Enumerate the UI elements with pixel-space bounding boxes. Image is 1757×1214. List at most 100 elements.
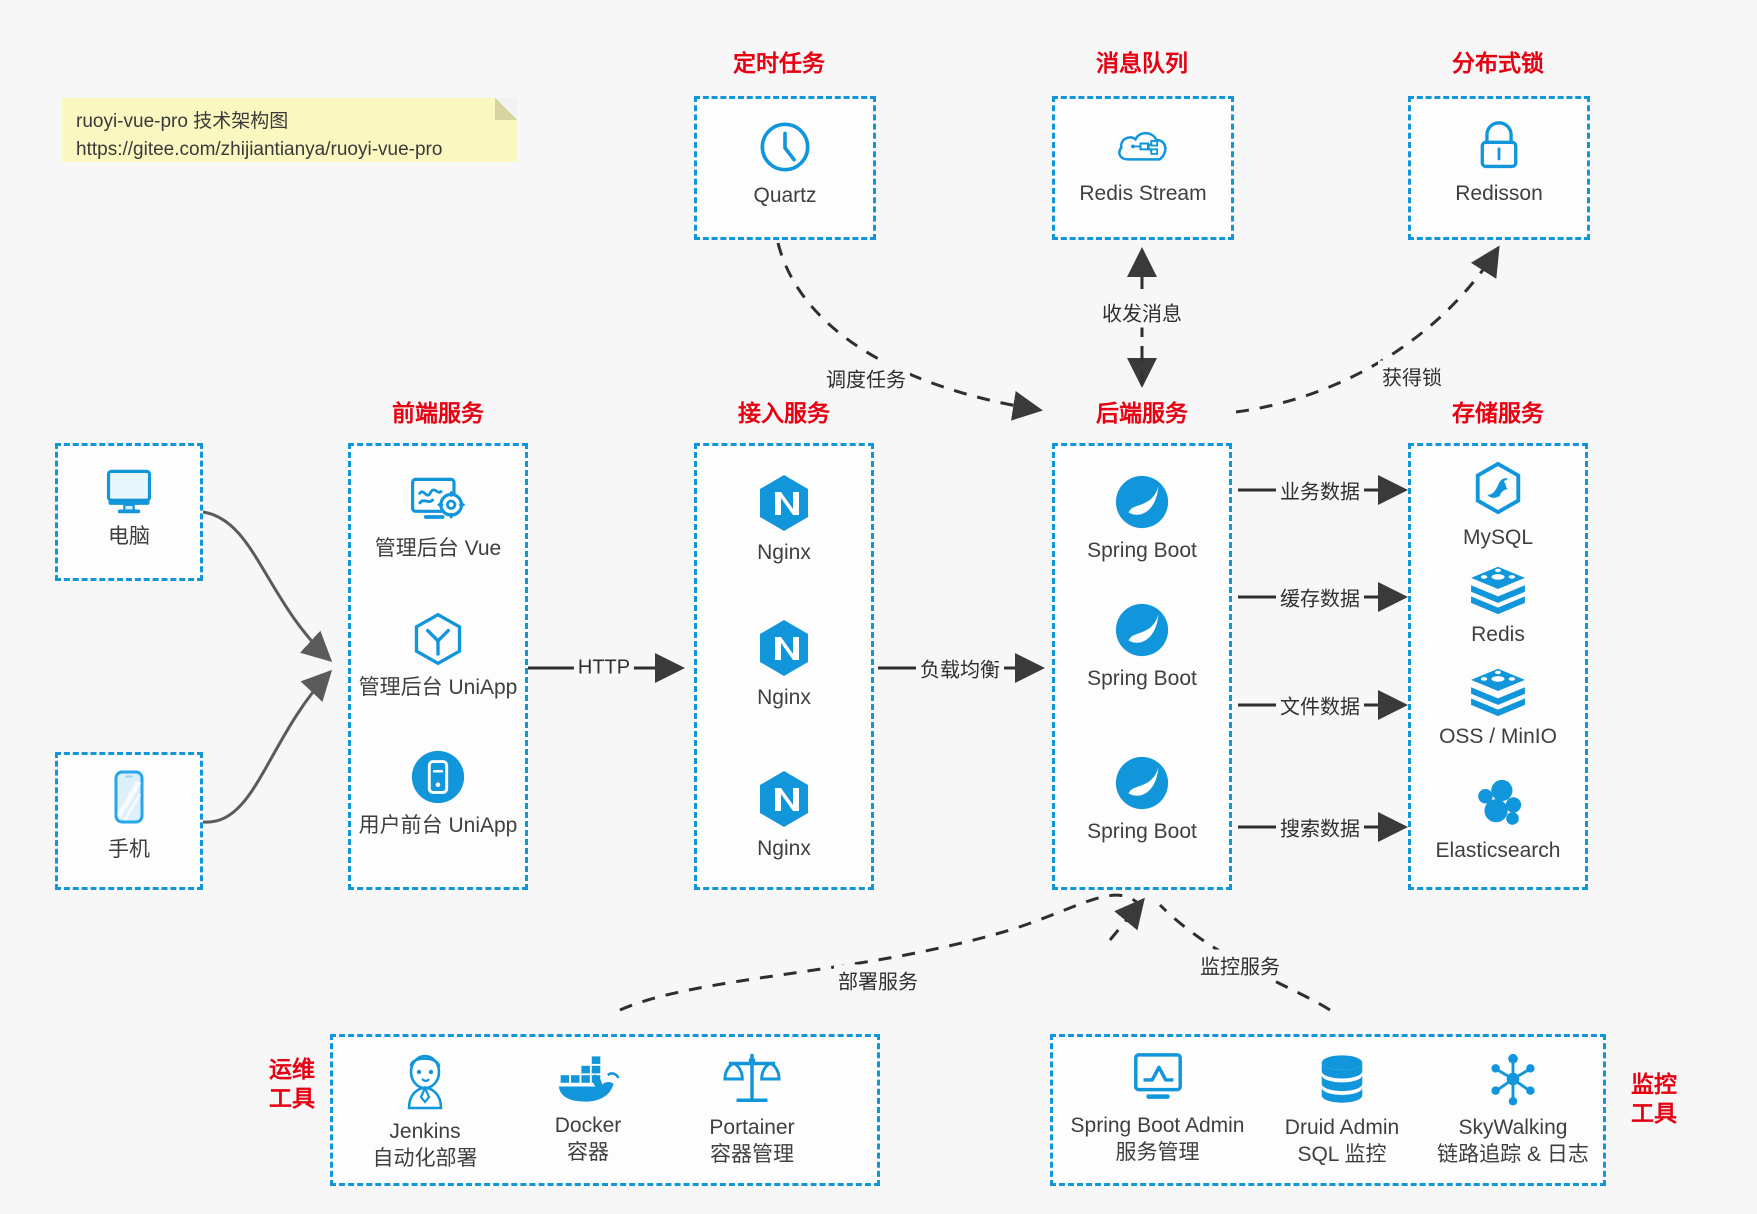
spring-boot-icon bbox=[1115, 756, 1169, 810]
node-spring-boot-admin[interactable]: Spring Boot Admin 服务管理 bbox=[1060, 1050, 1255, 1167]
node-nginx-3[interactable]: Nginx bbox=[694, 769, 874, 862]
node-label: 手机 bbox=[108, 838, 150, 861]
group-box-message-queue bbox=[1052, 96, 1234, 240]
node-jenkins[interactable]: Jenkins 自动化部署 bbox=[345, 1050, 505, 1173]
edge-label-business-data: 业务数据 bbox=[1276, 474, 1364, 506]
edge-label-file-data: 文件数据 bbox=[1276, 689, 1364, 721]
spring-boot-icon bbox=[1115, 603, 1169, 657]
mysql-icon bbox=[1475, 461, 1521, 515]
node-user-uniapp[interactable]: 用户前台 UniApp bbox=[348, 748, 528, 839]
node-label: Redisson bbox=[1455, 182, 1543, 205]
node-spring-boot-1[interactable]: Spring Boot bbox=[1052, 473, 1232, 564]
node-label: Spring Boot Admin bbox=[1070, 1114, 1245, 1137]
node-label: 管理后台 UniApp bbox=[358, 676, 518, 699]
edge-label-deploy-service: 部署服务 bbox=[834, 964, 922, 996]
node-sublabel: 链路追踪 & 日志 bbox=[1437, 1143, 1589, 1167]
edge-label-http: HTTP bbox=[573, 655, 635, 681]
edge-computer-to-frontend bbox=[202, 510, 333, 663]
node-sublabel: 容器 bbox=[567, 1141, 609, 1165]
edge-label-send-receive-message: 收发消息 bbox=[1098, 296, 1186, 328]
spring-boot-icon bbox=[1115, 475, 1169, 529]
group-title-scheduled-task: 定时任务 bbox=[733, 50, 825, 76]
edge-label-monitor-service: 监控服务 bbox=[1196, 949, 1284, 981]
node-label: 电脑 bbox=[108, 525, 150, 548]
node-sublabel: 服务管理 bbox=[1115, 1141, 1200, 1165]
group-title-storage: 存储服务 bbox=[1452, 400, 1544, 426]
node-label: Elasticsearch bbox=[1435, 839, 1561, 862]
monitor-title-line-1: 监控 bbox=[1631, 1071, 1677, 1097]
smartphone-icon bbox=[114, 770, 144, 824]
note-line-1: ruoyi-vue-pro 技术架构图 bbox=[76, 111, 289, 132]
note-line-2: https://gitee.com/zhijiantianya/ruoyi-vu… bbox=[76, 138, 443, 160]
node-label: Redis Stream bbox=[1079, 182, 1207, 205]
monitor-title-line-2: 工具 bbox=[1631, 1099, 1677, 1126]
cloud-network-icon bbox=[1118, 131, 1167, 161]
edge-phone-to-frontend bbox=[202, 669, 333, 824]
node-skywalking[interactable]: SkyWalking 链路追踪 & 日志 bbox=[1425, 1052, 1601, 1169]
node-elasticsearch[interactable]: Elasticsearch bbox=[1408, 775, 1588, 864]
edge-backend-to-redisson bbox=[1235, 245, 1500, 414]
node-docker[interactable]: Docker 容器 bbox=[508, 1052, 668, 1167]
node-label: Spring Boot bbox=[1087, 667, 1197, 690]
clock-icon bbox=[760, 122, 810, 172]
node-label: Jenkins bbox=[389, 1120, 461, 1143]
node-phone[interactable]: 手机 bbox=[55, 768, 203, 863]
node-label: Nginx bbox=[757, 837, 811, 860]
portainer-scales-icon bbox=[723, 1053, 781, 1103]
node-label: 管理后台 Vue bbox=[374, 537, 502, 560]
nginx-icon bbox=[760, 475, 808, 531]
edge-label-acquire-lock: 获得锁 bbox=[1378, 360, 1446, 392]
sticky-note: ruoyi-vue-pro 技术架构图 https://gitee.com/zh… bbox=[62, 98, 517, 162]
node-mysql[interactable]: MySQL bbox=[1408, 460, 1588, 551]
node-redisson[interactable]: Redisson bbox=[1408, 118, 1590, 207]
elasticsearch-icon bbox=[1478, 779, 1522, 825]
node-redis[interactable]: Redis bbox=[1408, 563, 1588, 648]
nginx-icon bbox=[760, 620, 808, 676]
group-title-gateway: 接入服务 bbox=[738, 400, 830, 426]
node-redis-stream[interactable]: Redis Stream bbox=[1052, 118, 1234, 207]
node-oss-minio[interactable]: OSS / MinIO bbox=[1408, 665, 1588, 750]
node-label: Redis bbox=[1471, 623, 1525, 646]
node-nginx-2[interactable]: Nginx bbox=[694, 618, 874, 711]
node-spring-boot-2[interactable]: Spring Boot bbox=[1052, 601, 1232, 692]
devops-title-line-1: 运维 bbox=[269, 1056, 315, 1082]
monitor-icon bbox=[106, 469, 152, 514]
group-title-monitor: 监控 工具 bbox=[1614, 1070, 1694, 1128]
edge-label-schedule-task: 调度任务 bbox=[822, 362, 910, 394]
docker-icon bbox=[558, 1056, 620, 1102]
redis-icon bbox=[1471, 566, 1525, 615]
node-label: Nginx bbox=[757, 541, 811, 564]
edge-label-load-balance: 负载均衡 bbox=[916, 652, 1004, 684]
dashboard-gear-icon bbox=[411, 477, 465, 519]
group-title-frontend: 前端服务 bbox=[392, 400, 484, 426]
hexagon-uniapp-icon bbox=[414, 612, 462, 666]
node-computer[interactable]: 电脑 bbox=[55, 463, 203, 550]
node-admin-vue[interactable]: 管理后台 Vue bbox=[348, 473, 528, 562]
node-label: OSS / MinIO bbox=[1439, 725, 1557, 748]
node-spring-boot-3[interactable]: Spring Boot bbox=[1052, 754, 1232, 845]
edge-label-search-data: 搜索数据 bbox=[1276, 811, 1364, 843]
node-sublabel: 容器管理 bbox=[710, 1143, 794, 1167]
group-title-devops: 运维 工具 bbox=[252, 1055, 332, 1113]
monitor-chart-icon bbox=[1133, 1053, 1182, 1099]
devops-title-line-2: 工具 bbox=[269, 1084, 315, 1111]
node-label: Nginx bbox=[757, 686, 811, 709]
node-label: MySQL bbox=[1462, 526, 1533, 549]
node-label: Druid Admin bbox=[1284, 1116, 1400, 1139]
node-quartz[interactable]: Quartz bbox=[694, 118, 876, 209]
database-icon bbox=[1321, 1055, 1363, 1103]
node-portainer[interactable]: Portainer 容器管理 bbox=[672, 1050, 832, 1169]
node-label: Portainer bbox=[709, 1116, 795, 1139]
node-label: SkyWalking bbox=[1458, 1116, 1568, 1139]
node-label: 用户前台 UniApp bbox=[358, 814, 518, 837]
node-label: Spring Boot bbox=[1087, 820, 1197, 843]
node-druid-admin[interactable]: Druid Admin SQL 监控 bbox=[1262, 1052, 1422, 1169]
group-title-backend: 后端服务 bbox=[1096, 400, 1188, 426]
node-nginx-1[interactable]: Nginx bbox=[694, 473, 874, 566]
oss-minio-icon bbox=[1471, 668, 1525, 717]
group-title-distributed-lock: 分布式锁 bbox=[1452, 50, 1544, 76]
nginx-icon bbox=[760, 771, 808, 827]
node-admin-uniapp[interactable]: 管理后台 UniApp bbox=[348, 610, 528, 701]
jenkins-icon bbox=[407, 1054, 443, 1110]
